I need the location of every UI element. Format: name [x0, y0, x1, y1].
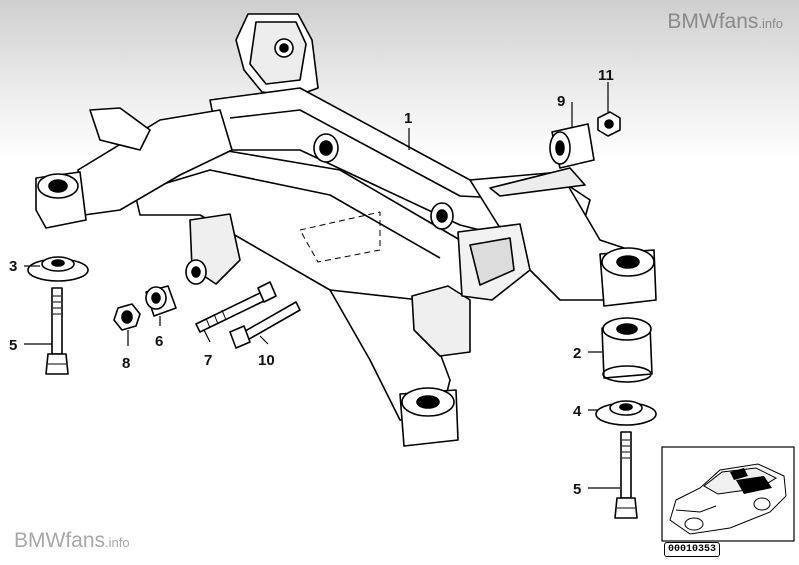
document-number: 00010353 [664, 542, 721, 557]
callout-7: 7 [204, 352, 212, 369]
hex-bolt-left [45, 287, 69, 375]
callout-6: 6 [155, 333, 163, 350]
front-left-mount-bushing [399, 387, 459, 447]
callout-8: 8 [122, 355, 130, 372]
rubber-bushing [145, 285, 177, 317]
watermark-top: BMWfans.info [667, 10, 783, 34]
hex-nut [597, 111, 621, 137]
vehicle-location-inset [661, 446, 795, 542]
hex-bolt-short [229, 301, 301, 349]
callout-3: 3 [9, 258, 17, 275]
callout-2: 2 [573, 345, 581, 362]
supporting-washer-left [27, 256, 89, 282]
watermark-bottom-suffix: .info [105, 535, 130, 550]
watermark-bottom: BMWfans.info [14, 529, 130, 553]
callout-10: 10 [258, 352, 275, 369]
rear-bushing [549, 123, 595, 169]
hex-bolt-right [614, 431, 638, 519]
callout-4: 4 [573, 403, 582, 420]
callout-11: 11 [598, 67, 614, 84]
callout-5-left: 5 [9, 337, 17, 354]
callout-9: 9 [557, 93, 565, 110]
rubber-mount [601, 317, 653, 383]
self-locking-nut [113, 303, 141, 331]
left-rear-mount-bushing [35, 171, 87, 229]
watermark-top-brand: BMWfans [667, 10, 759, 33]
callout-labels: 1 2 3 4 5 5 6 7 8 9 10 11 [9, 67, 614, 498]
callout-5-right: 5 [573, 481, 581, 498]
watermark-bottom-brand: BMWfans [14, 529, 106, 552]
rear-axle-subframe [35, 13, 657, 447]
long-bolt [195, 281, 277, 333]
supporting-washer-right [595, 400, 657, 426]
watermark-top-suffix: .info [758, 16, 783, 31]
leader-lines [24, 82, 620, 489]
callout-1: 1 [404, 110, 412, 127]
right-rear-mount-bushing [599, 247, 657, 307]
